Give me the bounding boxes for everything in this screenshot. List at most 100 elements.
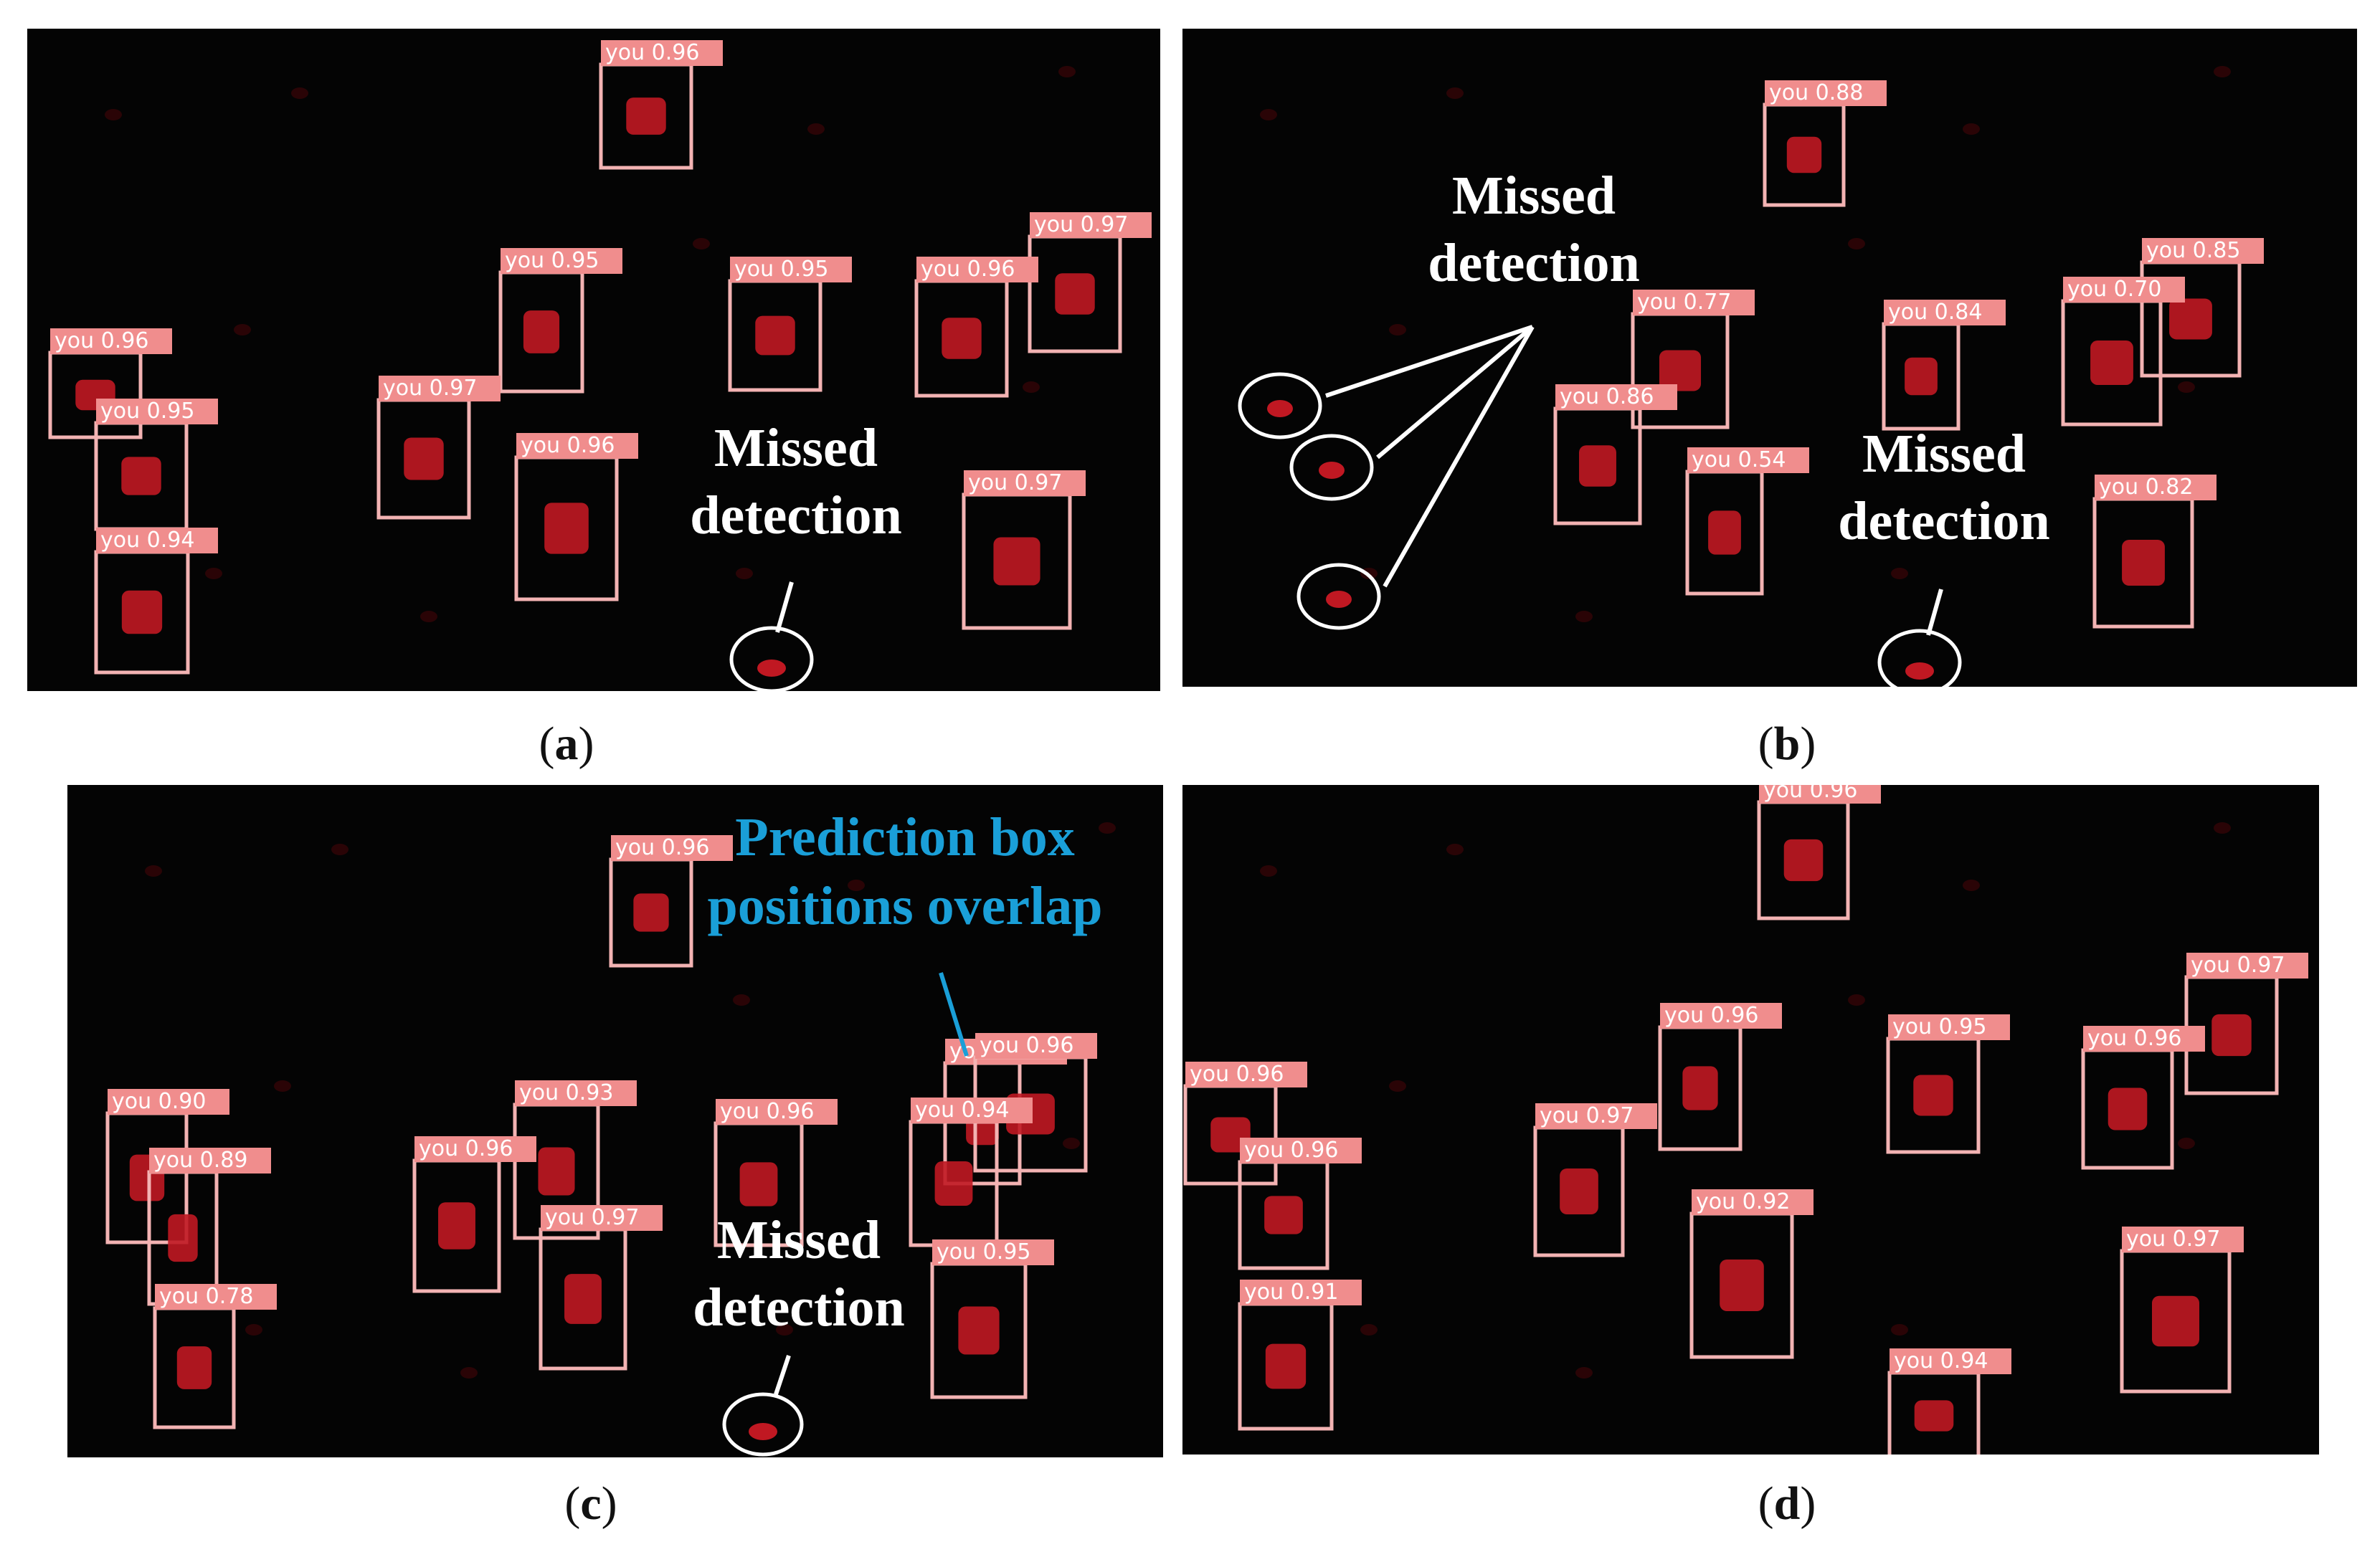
detected-object bbox=[755, 315, 795, 356]
confidence-label: you 0.96 bbox=[419, 1136, 513, 1161]
detection-overlay-a: you 0.96 you 0.97 you 0.95 you 0.95 you 0.96… bbox=[48, 40, 1152, 691]
detected-object bbox=[538, 1147, 575, 1196]
background-speck bbox=[1099, 822, 1116, 834]
confidence-label: you 0.96 bbox=[615, 835, 709, 860]
label-background bbox=[2095, 475, 2217, 500]
detection-box: you 0.92 bbox=[1689, 1189, 1814, 1359]
label-background bbox=[108, 1089, 229, 1115]
detected-object bbox=[1055, 273, 1095, 315]
label-background bbox=[541, 1205, 663, 1231]
confidence-label: you 0.95 bbox=[100, 399, 194, 424]
label-background bbox=[501, 248, 622, 274]
confidence-label: you 0.96 bbox=[2087, 1026, 2181, 1051]
label-background bbox=[50, 328, 172, 354]
background-speck bbox=[1389, 324, 1406, 335]
detection-box: you 0.96 bbox=[412, 1136, 536, 1293]
background-speck bbox=[1446, 87, 1464, 99]
missed-object-circle bbox=[729, 626, 814, 691]
label-background bbox=[1240, 1138, 1362, 1163]
confidence-label: you 0.96 bbox=[521, 433, 615, 458]
detection-box: you 0.78 bbox=[153, 1284, 277, 1429]
detection-box: you 0.88 bbox=[1763, 80, 1887, 207]
detected-object bbox=[168, 1214, 198, 1262]
caption-b: (b) bbox=[1758, 718, 1816, 770]
confidence-label: you 0.97 bbox=[1540, 1103, 1634, 1128]
confidence-label: you 0.97 bbox=[545, 1205, 639, 1230]
label-background bbox=[1884, 300, 2006, 325]
missed-object bbox=[757, 660, 786, 677]
label-background bbox=[379, 376, 501, 401]
background-speck bbox=[807, 123, 825, 135]
background-speck bbox=[2178, 1138, 2195, 1149]
label-background bbox=[1660, 1003, 1782, 1029]
detection-box: you 0.70 bbox=[2061, 277, 2185, 427]
confidence-label: you 0.96 bbox=[1190, 1062, 1284, 1087]
detected-object bbox=[2090, 341, 2133, 385]
detection-box: you 0.97 bbox=[539, 1205, 663, 1371]
label-background bbox=[975, 1033, 1097, 1059]
detection-image-d: you 0.96 you 0.97 you 0.96 you 0.95 you 0.96… bbox=[1182, 785, 2319, 1455]
detection-box: you 0.96 bbox=[1238, 1138, 1362, 1270]
detected-object bbox=[633, 893, 669, 932]
confidence-label: you 0.96 bbox=[720, 1099, 814, 1124]
confidence-label: you 0.97 bbox=[383, 376, 477, 401]
label-background bbox=[601, 40, 723, 66]
label-background bbox=[1535, 1103, 1657, 1129]
label-background bbox=[911, 1098, 1033, 1123]
detected-object bbox=[958, 1306, 1000, 1355]
detected-object bbox=[1913, 1075, 1953, 1116]
background-speck bbox=[291, 87, 308, 99]
label-background bbox=[611, 835, 733, 861]
detection-box: you 0.82 bbox=[2092, 475, 2217, 629]
detection-box: you 0.97 bbox=[1533, 1103, 1657, 1257]
background-speck bbox=[1260, 865, 1277, 877]
detected-object bbox=[438, 1202, 475, 1249]
background-speck bbox=[1023, 381, 1040, 393]
detection-box: you 0.91 bbox=[1238, 1280, 1362, 1431]
background-speck bbox=[1891, 1324, 1908, 1336]
background-speck bbox=[205, 568, 222, 579]
label-background bbox=[730, 257, 852, 282]
confidence-label: you 0.95 bbox=[937, 1239, 1030, 1265]
background-speck bbox=[2178, 381, 2195, 393]
confidence-label: you 0.95 bbox=[1892, 1014, 1986, 1039]
annotation-pointer bbox=[1383, 325, 1535, 588]
detected-object bbox=[2122, 539, 2165, 586]
background-speck bbox=[1575, 611, 1593, 622]
confidence-label: you 0.94 bbox=[915, 1098, 1009, 1123]
detected-object bbox=[523, 310, 560, 353]
detection-box: you 0.95 bbox=[930, 1239, 1054, 1399]
confidence-label: you 0.97 bbox=[2126, 1227, 2220, 1252]
confidence-label: you 0.96 bbox=[1763, 785, 1857, 803]
label-background bbox=[516, 433, 638, 459]
background-speck bbox=[1260, 109, 1277, 120]
detected-object bbox=[121, 590, 163, 634]
detection-box: you 0.94 bbox=[1887, 1348, 2011, 1455]
label-background bbox=[716, 1099, 838, 1125]
detected-object bbox=[2108, 1087, 2148, 1130]
label-background bbox=[1765, 80, 1887, 106]
annotation-pointer bbox=[939, 972, 969, 1057]
background-speck bbox=[1360, 1324, 1378, 1336]
background-speck bbox=[460, 1367, 478, 1379]
label-background bbox=[2083, 1026, 2205, 1052]
confidence-label: you 0.94 bbox=[1894, 1348, 1988, 1374]
label-background bbox=[149, 1148, 271, 1173]
label-background bbox=[1692, 1189, 1814, 1215]
missed-object bbox=[1905, 662, 1934, 680]
background-speck bbox=[1058, 66, 1076, 77]
confidence-label: you 0.84 bbox=[1888, 300, 1982, 325]
detected-object bbox=[121, 457, 161, 495]
detection-box: you 0.94 bbox=[94, 528, 218, 675]
missed-object-circle bbox=[722, 1392, 804, 1457]
detection-box: you 0.96 bbox=[2081, 1026, 2205, 1170]
detected-object bbox=[1264, 1196, 1303, 1234]
detection-box: you 0.96 bbox=[914, 257, 1038, 398]
detection-box: you 0.54 bbox=[1685, 447, 1809, 596]
label-background bbox=[1888, 1014, 2010, 1040]
label-background bbox=[414, 1136, 536, 1162]
confidence-label: you 0.95 bbox=[734, 257, 828, 282]
background-speck bbox=[1575, 1367, 1593, 1379]
